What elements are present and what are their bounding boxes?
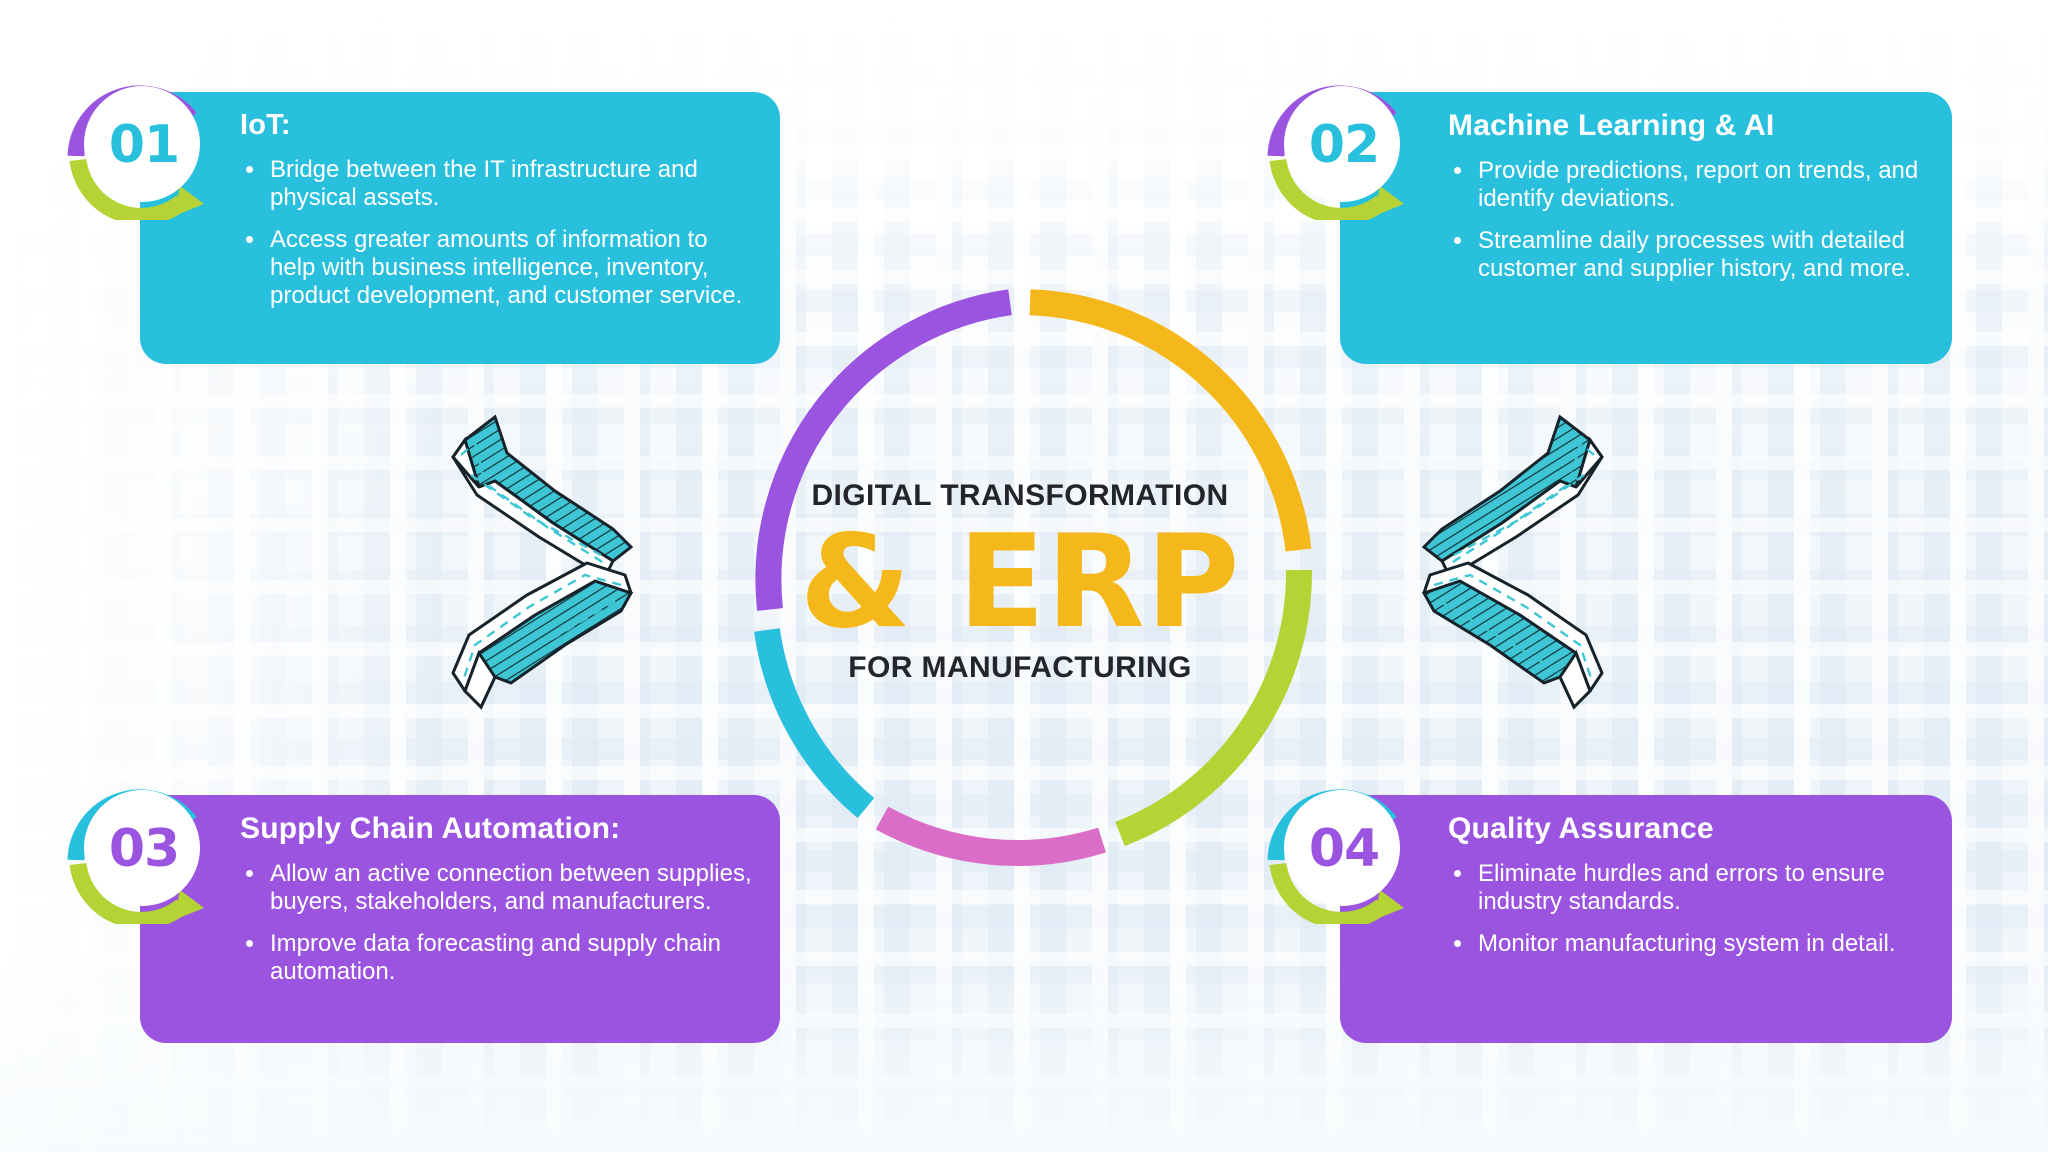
card-iot-title: IoT: [240, 109, 291, 141]
badge-arrow-head [1374, 186, 1404, 216]
arrow-up-left-icon [451, 414, 634, 579]
card-supply-chain-automation-title: Supply Chain Automation: [240, 812, 621, 845]
card-supply-chain-automation-bullets: Allow an active connection between suppl… [240, 860, 758, 985]
arrow-up-right-icon [1421, 414, 1604, 579]
ring-segments-svg [754, 289, 1313, 866]
cyan-arc [754, 628, 875, 819]
badge-04: 04 [1262, 772, 1414, 924]
badge-arrow-head [1374, 890, 1404, 920]
badge-number: 01 [108, 115, 180, 175]
arrow-down-left-icon [451, 561, 634, 710]
badge-disc [1284, 790, 1400, 906]
list-item: Monitor manufacturing system in detail. [1448, 930, 1930, 958]
card-machine-learning-ai-body: Machine Learning & AI Provide prediction… [1448, 108, 1930, 283]
badge-disc [84, 790, 200, 906]
badge-03: 03 [62, 772, 214, 924]
card-iot[interactable]: IoT: Bridge between the IT infrastructur… [140, 92, 780, 364]
arrows-left-cluster [435, 395, 735, 755]
badge-disc [84, 86, 200, 202]
center-line-main: & ERP [799, 508, 1241, 657]
badge-arc-bottom [1269, 158, 1388, 220]
badge-number: 02 [1308, 115, 1380, 175]
card-quality-assurance-bullets: Eliminate hurdles and errors to ensure i… [1448, 860, 1930, 957]
badge-number: 03 [108, 819, 180, 879]
badge-arc-bottom [1269, 862, 1388, 924]
card-machine-learning-ai-bullets: Provide predictions, report on trends, a… [1448, 157, 1930, 282]
badge-01: 01 [62, 68, 214, 220]
badge-02: 02 [1262, 68, 1414, 220]
purple-arc [755, 289, 1012, 611]
list-item: Eliminate hurdles and errors to ensure i… [1448, 860, 1930, 916]
card-quality-assurance-body: Quality Assurance Eliminate hurdles and … [1448, 811, 1930, 958]
card-machine-learning-ai[interactable]: Machine Learning & AI Provide prediction… [1340, 92, 1952, 364]
badge-arc-bottom [69, 862, 188, 924]
card-quality-assurance-title: Quality Assurance [1448, 812, 1714, 845]
card-supply-chain-automation-body: Supply Chain Automation: Allow an active… [240, 811, 758, 986]
list-item: Provide predictions, report on trends, a… [1448, 157, 1930, 213]
badge-arc-bottom [69, 158, 188, 220]
badge-arrow-head [174, 186, 204, 216]
pink-arc [875, 806, 1106, 866]
center-line-bottom: FOR MANUFACTURING [848, 651, 1192, 684]
card-quality-assurance[interactable]: Quality Assurance Eliminate hurdles and … [1340, 795, 1952, 1043]
list-item: Streamline daily processes with detailed… [1448, 227, 1930, 283]
card-iot-body: IoT: Bridge between the IT infrastructur… [240, 108, 758, 309]
center-line-top: DIGITAL TRANSFORMATION [811, 479, 1229, 512]
list-item: Improve data forecasting and supply chai… [240, 930, 758, 986]
arrow-down-right-icon [1421, 561, 1604, 710]
list-item: Allow an active connection between suppl… [240, 860, 758, 916]
badge-number: 04 [1308, 819, 1380, 879]
arrows-right-cluster [1320, 395, 1620, 755]
green-arc [1115, 569, 1313, 847]
yellow-arc [1029, 289, 1312, 552]
center-title-block: DIGITAL TRANSFORMATION & ERP FOR MANUFAC… [700, 262, 1340, 902]
card-supply-chain-automation[interactable]: Supply Chain Automation: Allow an active… [140, 795, 780, 1043]
list-item: Bridge between the IT infrastructure and… [240, 156, 758, 212]
badge-disc [1284, 86, 1400, 202]
list-item: Access greater amounts of information to… [240, 226, 758, 309]
card-iot-bullets: Bridge between the IT infrastructure and… [240, 156, 758, 309]
center-ring: DIGITAL TRANSFORMATION & ERP FOR MANUFAC… [700, 262, 1340, 902]
badge-arrow-head [174, 890, 204, 920]
card-machine-learning-ai-title: Machine Learning & AI [1448, 109, 1775, 142]
